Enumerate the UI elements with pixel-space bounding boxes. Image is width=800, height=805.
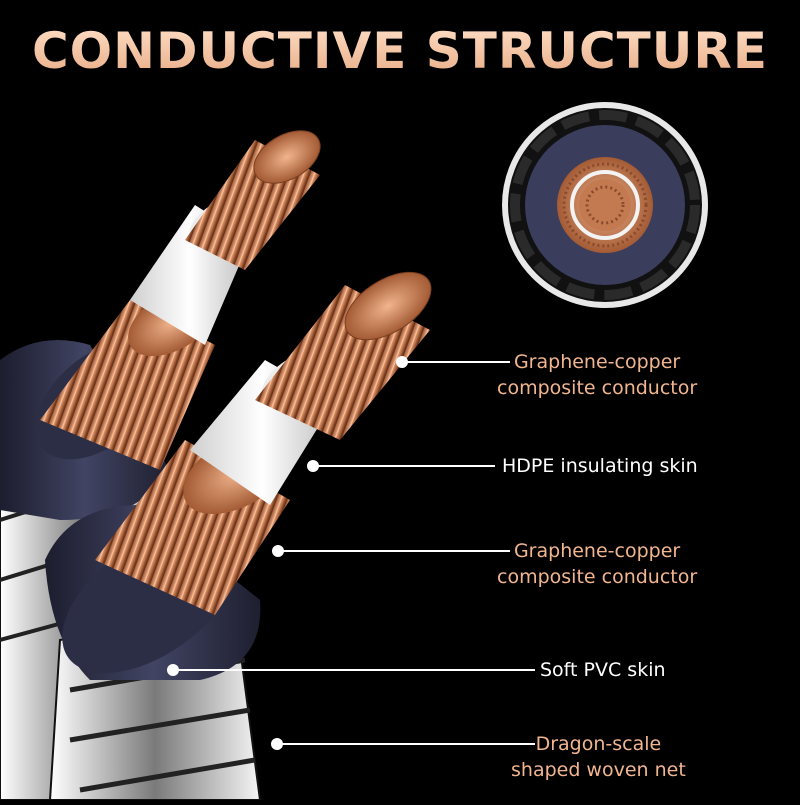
callout-line: Dragon-scale: [535, 733, 662, 755]
callout-line: Graphene-copper: [513, 351, 681, 373]
callout-conductor-inner: Graphene-copper composite conductor: [497, 349, 697, 401]
callout-pvc: Soft PVC skin: [540, 657, 666, 683]
callout-hdpe: HDPE insulating skin: [502, 453, 698, 479]
cross-section: [502, 102, 708, 308]
callout-dot: [167, 664, 179, 676]
callout-line: composite conductor: [497, 566, 698, 588]
callout-line: shaped woven net: [511, 759, 686, 781]
right-cable: [45, 271, 432, 801]
callout-line: Soft PVC skin: [540, 659, 666, 681]
callout-line: HDPE insulating skin: [502, 455, 698, 477]
callout-line: composite conductor: [497, 377, 698, 399]
callout-line: Graphene-copper: [513, 540, 681, 562]
page-title: CONDUCTIVE STRUCTURE: [0, 22, 800, 80]
callout-dot: [396, 356, 408, 368]
callout-lines: [167, 356, 535, 750]
callout-woven-net: Dragon-scale shaped woven net: [511, 731, 686, 783]
callout-dot: [307, 460, 319, 472]
callout-conductor-outer: Graphene-copper composite conductor: [497, 538, 697, 590]
callout-dot: [272, 545, 284, 557]
callout-dot: [271, 738, 283, 750]
